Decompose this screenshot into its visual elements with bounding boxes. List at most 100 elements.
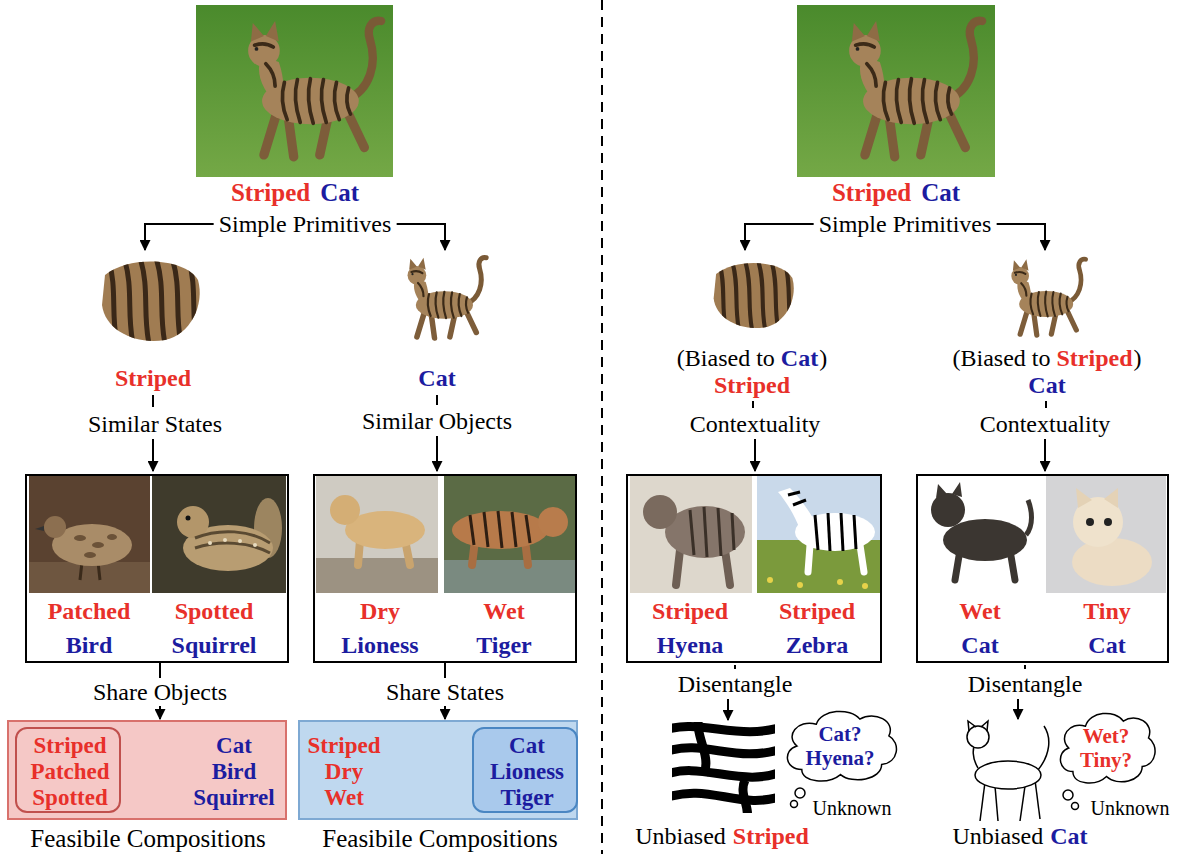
zebra-photo — [808, 545, 810, 572]
node-text: Tiny — [1083, 597, 1131, 625]
hyena-photo — [630, 476, 752, 593]
squirrel-photo — [208, 538, 257, 547]
label-text: Unbiased — [953, 822, 1044, 850]
text-holder: Tiny — [1083, 597, 1131, 625]
node-text: Cat Lioness Tiger — [490, 733, 564, 811]
hyena-photo — [725, 550, 730, 585]
node-text: Striped Dry Wet — [308, 733, 381, 811]
outline-cat — [968, 721, 988, 731]
squirrel-photo — [195, 543, 270, 553]
cat-photo — [248, 21, 381, 157]
wet-cat-photo — [936, 482, 962, 498]
node-text: Cat Bird Squirrel — [193, 733, 274, 811]
thought-dots — [791, 801, 798, 808]
text-holder: Striped Patched Spotted — [30, 733, 109, 811]
node-text: Dry — [360, 597, 400, 625]
zebra-photo — [788, 492, 800, 495]
cat-photo — [849, 21, 982, 157]
tiger-photo — [444, 476, 575, 593]
text-holder: (Biased toStriped) — [953, 344, 1142, 372]
text-holder: Hyena — [657, 631, 724, 659]
label-text: ) — [1134, 344, 1142, 372]
text-holder: Feasibile Compositions — [30, 824, 265, 853]
kitten-photo — [1046, 476, 1166, 593]
tiger-photo — [452, 511, 548, 549]
zebra-pattern — [672, 793, 775, 800]
zebra-pattern — [672, 770, 775, 777]
label-text: Simple Primitives — [814, 210, 997, 238]
tiger-photo — [526, 515, 530, 543]
thought-bubble: Cat?Hyena? — [780, 704, 901, 788]
squirrel-photo — [152, 476, 286, 593]
node-text: Cat? — [818, 722, 861, 746]
hyena-photo — [665, 506, 745, 558]
flow-arrow — [1024, 665, 1026, 669]
flow-arrow — [727, 699, 729, 720]
hyena-photo — [690, 507, 734, 557]
bird-photo — [74, 534, 117, 558]
label-text: (Biased to — [953, 344, 1051, 372]
squirrel-photo — [195, 532, 270, 553]
text-holder: Contextuality — [690, 410, 821, 438]
outline-cat — [1038, 726, 1049, 770]
text-holder: Similar Objects — [362, 407, 512, 435]
node-text: Cat — [961, 631, 998, 659]
zebra-photo — [795, 513, 875, 551]
kitten-photo — [1086, 518, 1094, 526]
wet-cat-photo — [943, 519, 1027, 561]
flow-arrow — [436, 395, 438, 405]
zebra-pattern — [672, 748, 775, 754]
squirrel-photo — [152, 476, 286, 593]
text-holder: Striped — [115, 364, 191, 392]
zebra-photo — [862, 583, 868, 589]
kitten-photo — [1104, 518, 1112, 526]
bubble-outline — [1060, 713, 1155, 783]
bird-photo — [44, 516, 66, 538]
zebra-photo — [815, 515, 818, 550]
image-panel: WetCatTinyCat — [916, 474, 1169, 663]
thought-dots — [1063, 790, 1073, 800]
flow-arrow — [152, 395, 154, 407]
outline-cat — [967, 721, 1049, 821]
label-text: Striped — [1056, 344, 1132, 372]
text-holder: Contextuality — [980, 410, 1111, 438]
lioness-photo — [316, 558, 438, 593]
squirrel-photo — [223, 538, 227, 542]
flow-arrow — [754, 439, 756, 471]
node-text: Lioness — [341, 631, 418, 659]
node-text: Patched — [48, 597, 131, 625]
composition-box: Striped Dry Wet Cat Lioness Tiger — [298, 720, 578, 820]
node-text: Wet? — [1083, 724, 1130, 748]
zebra-photo — [797, 582, 803, 588]
text-holder: Zebra — [786, 631, 849, 659]
node-text: Striped Patched Spotted — [30, 733, 109, 811]
node-text: Tiny? — [1080, 748, 1132, 772]
label-text: Unknown — [1091, 797, 1170, 820]
label-text: Striped — [115, 364, 191, 392]
node-text: Wet — [959, 597, 1000, 625]
primitive-crop — [408, 258, 487, 338]
text-holder: Striped — [652, 597, 728, 625]
label-text: Striped — [733, 822, 809, 850]
wet-cat-photo — [920, 476, 1041, 593]
tiger-photo — [444, 476, 575, 593]
group-box: Striped Patched Spotted — [15, 727, 121, 813]
outline-cat — [1020, 786, 1025, 821]
flow-arrow — [1017, 699, 1019, 719]
hyena-photo — [630, 476, 752, 593]
text-holder: Cat?Hyena? — [806, 722, 875, 770]
outline-cat — [995, 786, 998, 821]
label-text: Disentangle — [678, 670, 793, 698]
zebra-photo — [828, 513, 830, 551]
text-holder: Simple Primitives — [214, 210, 397, 238]
thought-bubble: Wet?Tiny? — [1054, 706, 1159, 790]
text-holder: Unknown — [1091, 797, 1170, 820]
hyena-photo — [732, 513, 734, 550]
primitive-crop — [714, 260, 794, 334]
wet-cat-photo — [931, 493, 965, 527]
outline-cat — [967, 726, 989, 748]
text-holder: Tiger — [476, 631, 532, 659]
edge-label: Share Objects — [88, 678, 232, 706]
label-text: Contextuality — [690, 410, 821, 438]
